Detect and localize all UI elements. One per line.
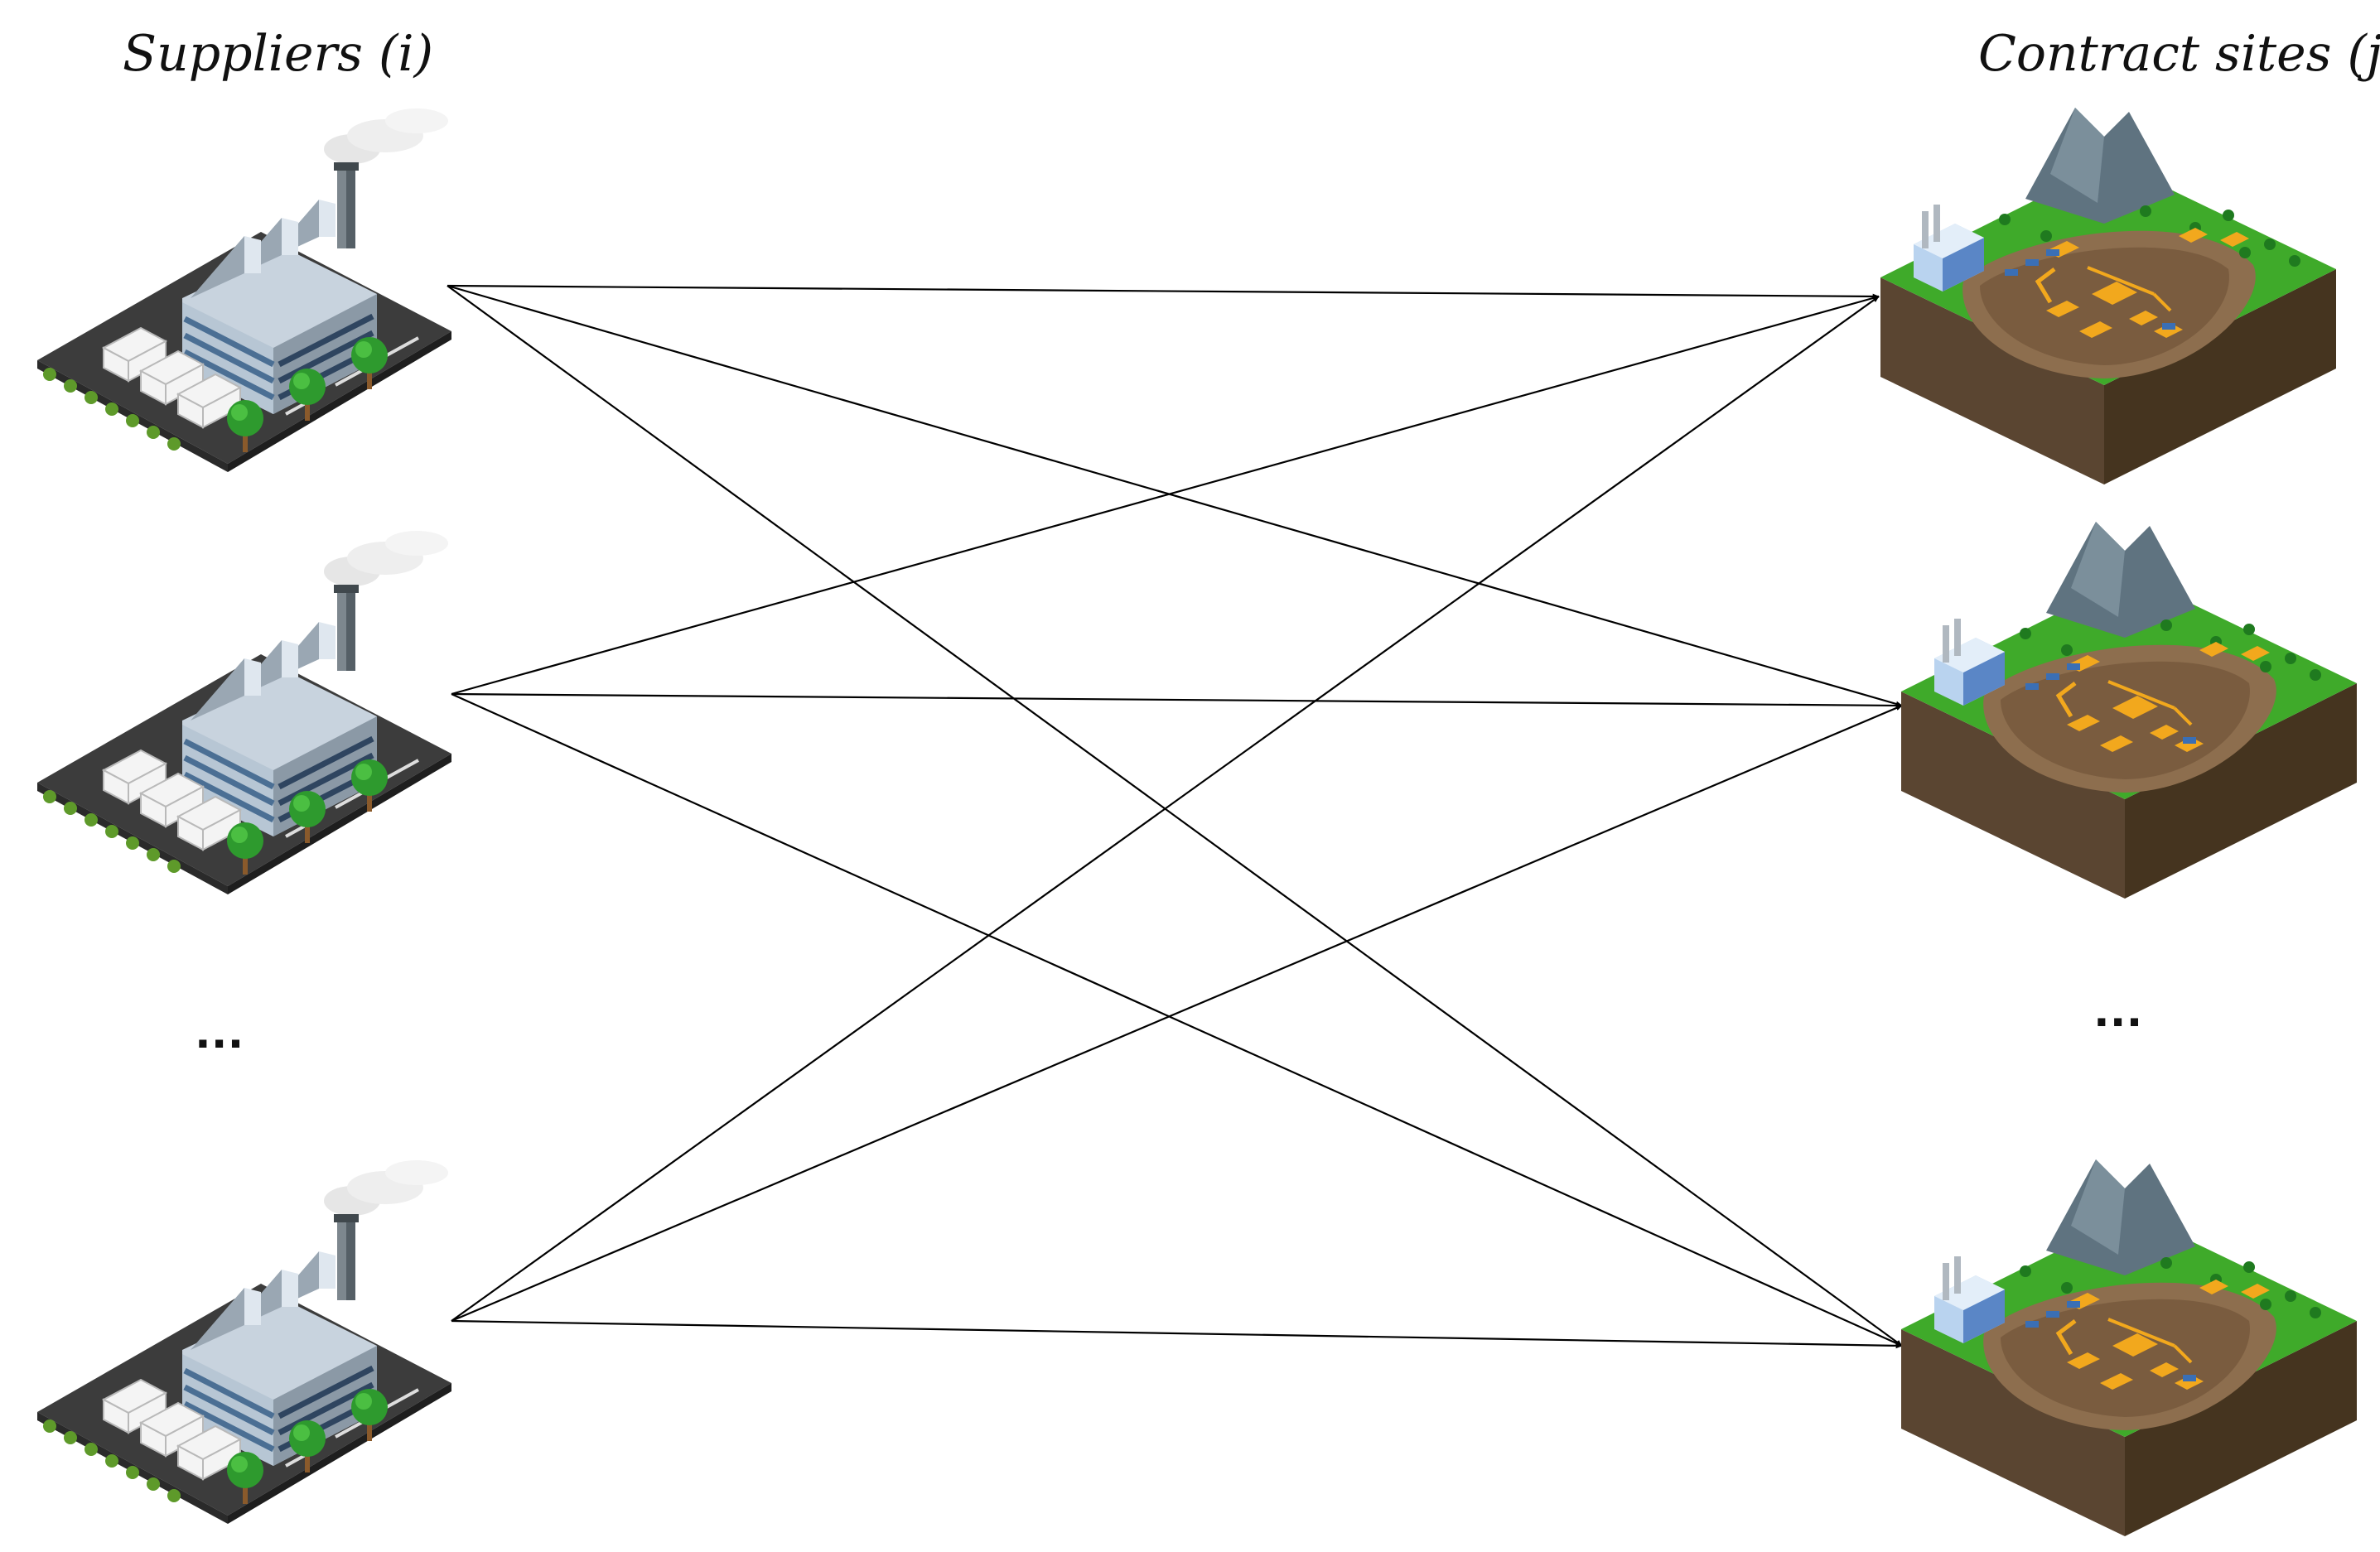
arrow-supplier-1-to-site-2 bbox=[447, 284, 1903, 707]
arrow-supplier-2-to-site-1 bbox=[451, 295, 1880, 696]
arrow-supplier-3-to-site-1 bbox=[451, 296, 1880, 1322]
supplier-factory-icon-1 bbox=[37, 108, 451, 472]
supplier-column bbox=[37, 108, 451, 1524]
arrow-supplier-3-to-site-2 bbox=[451, 704, 1903, 1323]
suppliers-ellipsis: ... bbox=[196, 1000, 245, 1059]
contract-site-column bbox=[1880, 108, 2357, 1536]
arrow-supplier-3-to-site-3 bbox=[451, 1319, 1903, 1349]
contract-site-mine-icon-3 bbox=[1901, 1159, 2357, 1536]
supplier-factory-icon-3 bbox=[37, 1160, 451, 1524]
contract-sites-heading: Contract sites (j) bbox=[1978, 25, 2380, 83]
arrow-supplier-2-to-site-2 bbox=[451, 692, 1903, 709]
supplier-factory-icon-2 bbox=[37, 531, 451, 894]
contract-site-mine-icon-2 bbox=[1901, 522, 2357, 899]
suppliers-heading: Suppliers (i) bbox=[123, 25, 433, 83]
connection-lines bbox=[447, 284, 1903, 1349]
contract-site-mine-icon-1 bbox=[1880, 108, 2336, 484]
arrow-supplier-1-to-site-3 bbox=[447, 285, 1903, 1347]
contract-sites-ellipsis: ... bbox=[2094, 978, 2144, 1038]
arrow-supplier-2-to-site-3 bbox=[451, 692, 1903, 1347]
arrow-supplier-1-to-site-1 bbox=[447, 284, 1880, 300]
